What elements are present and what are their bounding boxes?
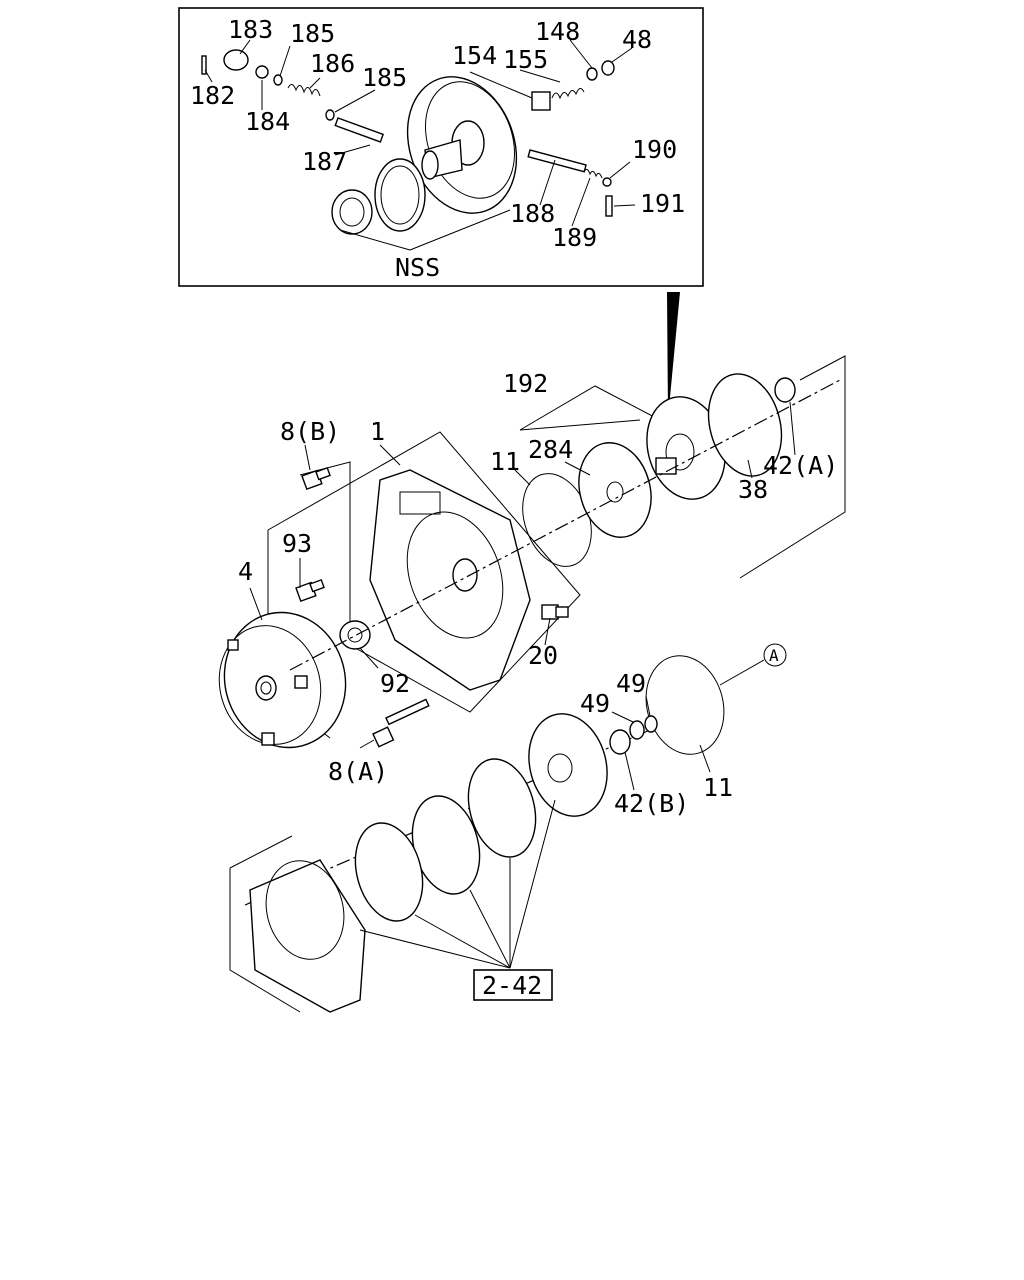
part-42a-ring	[774, 377, 796, 403]
inset-gear-ring	[331, 158, 426, 235]
part-4-torque-converter	[218, 611, 347, 749]
label-1: 1	[370, 417, 385, 446]
part-183-plug	[223, 49, 249, 71]
part-49-washer-b	[644, 715, 658, 733]
label-186: 186	[310, 49, 355, 78]
part-11-oring-lower	[645, 655, 725, 755]
reference-box	[473, 969, 553, 1001]
part-1-housing	[369, 469, 531, 691]
main-leaders	[249, 401, 796, 969]
part-38-gasket	[707, 373, 783, 477]
part-8b-bolt	[301, 466, 331, 491]
label-8b: 8(B)	[280, 417, 340, 446]
detail-inset: 183 185 186 185 182 184 187 154 155 148 …	[178, 7, 704, 287]
label-42a: 42(A)	[763, 451, 838, 480]
label-185: 185	[290, 19, 335, 48]
part-8a-bolt	[372, 698, 430, 748]
part-190-plug	[602, 177, 612, 187]
part-185a-washer	[273, 74, 283, 86]
label-49: 49	[616, 669, 646, 698]
part-154-sleeve	[531, 91, 551, 111]
label-a: A	[769, 646, 779, 665]
part-148-ring	[586, 67, 598, 81]
part-187-valve	[334, 117, 385, 143]
label-38: 38	[738, 475, 768, 504]
part-20-bolt	[541, 604, 569, 620]
inset-frame	[178, 7, 704, 287]
inset-pointer	[667, 292, 680, 418]
inset-pump-body	[406, 76, 518, 214]
part-185b-washer	[325, 109, 335, 121]
part-182-pin	[201, 55, 207, 75]
label-4: 4	[238, 557, 253, 586]
label-42b: 42(B)	[614, 789, 689, 818]
label-190: 190	[632, 135, 677, 164]
label-nss: NSS	[395, 253, 440, 282]
label-185: 185	[362, 63, 407, 92]
part-clutch-plate-1	[467, 758, 537, 858]
centerline-upper	[289, 379, 841, 671]
label-188: 188	[510, 199, 555, 228]
label-8a: 8(A)	[328, 757, 388, 786]
label-192: 192	[503, 369, 548, 398]
part-clutch-plate-3	[354, 822, 424, 922]
part-49-washer-a	[629, 720, 645, 740]
part-184-cap	[255, 65, 269, 79]
part-92-seal	[339, 620, 371, 650]
label-49: 49	[580, 689, 610, 718]
label-92: 92	[380, 669, 410, 698]
label-148: 148	[535, 17, 580, 46]
label-ref-2-42: 2-42	[482, 971, 542, 1000]
part-155-spring	[551, 88, 585, 100]
label-154: 154	[452, 41, 497, 70]
reference-circle-a	[763, 643, 787, 667]
part-189-spring	[583, 168, 603, 179]
label-155: 155	[503, 45, 548, 74]
label-189: 189	[552, 223, 597, 252]
part-93-bolt	[295, 578, 325, 603]
part-186-spring	[287, 84, 321, 97]
label-48: 48	[622, 25, 652, 54]
inset-leaders	[204, 39, 636, 251]
label-284: 284	[528, 435, 573, 464]
label-184: 184	[245, 107, 290, 136]
part-stator-support	[528, 713, 608, 817]
label-191: 191	[640, 189, 685, 218]
label-187: 187	[302, 147, 347, 176]
label-11: 11	[490, 447, 520, 476]
part-191-pin	[605, 195, 613, 217]
part-transmission-case	[229, 835, 366, 1013]
label-93: 93	[282, 529, 312, 558]
label-182: 182	[190, 81, 235, 110]
label-11: 11	[703, 773, 733, 802]
part-188-valve	[527, 149, 587, 173]
label-183: 183	[228, 15, 273, 44]
part-192-oil-pump	[646, 396, 726, 500]
label-20: 20	[528, 641, 558, 670]
part-48-snap-ring	[601, 60, 615, 76]
part-42b-ring	[609, 729, 631, 755]
